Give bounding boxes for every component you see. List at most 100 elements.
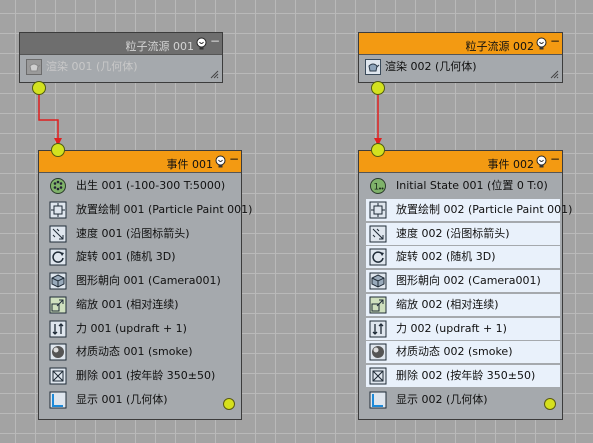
event-title: 事件 001 bbox=[166, 158, 214, 171]
lightbulb-icon[interactable] bbox=[535, 155, 548, 168]
operator-row[interactable]: 删除 001 (按年龄 350±50) bbox=[46, 365, 239, 387]
svg-text:1: 1 bbox=[374, 183, 380, 193]
operator-row[interactable]: 图形朝向 001 (Camera001) bbox=[46, 270, 239, 292]
operator-row[interactable]: 旋转 002 (随机 3D) bbox=[366, 246, 560, 269]
event-node-2[interactable]: 事件 002 − 1 Initial State 001 (位置 0 T:0) … bbox=[358, 150, 572, 420]
operator-row[interactable]: 缩放 002 (相对连续) bbox=[366, 293, 560, 316]
collapse-minus-icon[interactable]: − bbox=[229, 152, 240, 166]
collapse-minus-icon[interactable]: − bbox=[550, 152, 561, 166]
operator-row[interactable]: 图形朝向 002 (Camera001) bbox=[366, 270, 560, 293]
rotation-icon bbox=[369, 248, 387, 266]
resize-grip-icon[interactable] bbox=[549, 69, 559, 79]
position-paint-icon bbox=[369, 201, 387, 219]
speed-icon bbox=[369, 225, 387, 243]
teapot-render-icon bbox=[26, 59, 42, 75]
wire-arrow-event1 bbox=[54, 138, 62, 146]
operator-list: 1 Initial State 001 (位置 0 T:0) 放置绘制 002 … bbox=[366, 175, 572, 413]
operator-label: 放置绘制 002 (Particle Paint 001) bbox=[396, 202, 573, 216]
source-title: 粒子流源 002 bbox=[465, 40, 535, 53]
render-label: 渲染 002 (几何体) bbox=[385, 60, 477, 73]
material-dynamic-icon bbox=[49, 343, 67, 361]
output-port[interactable] bbox=[371, 81, 385, 95]
event-input-port[interactable] bbox=[51, 143, 65, 157]
force-icon bbox=[369, 320, 387, 338]
resize-grip-icon[interactable] bbox=[209, 69, 219, 79]
operator-label: 材质动态 002 (smoke) bbox=[396, 345, 513, 359]
event-output-port[interactable] bbox=[544, 398, 556, 410]
event-header[interactable]: 事件 001 − bbox=[39, 151, 241, 173]
operator-row[interactable]: 出生 001 (-100-300 T:5000) bbox=[46, 175, 239, 197]
operator-row[interactable]: 材质动态 001 (smoke) bbox=[46, 341, 239, 363]
birth-icon bbox=[50, 178, 66, 194]
event-output-port[interactable] bbox=[223, 398, 235, 410]
lightbulb-icon[interactable] bbox=[535, 37, 548, 50]
source-header[interactable]: 粒子流源 001 − bbox=[20, 33, 222, 55]
operator-label: 删除 002 (按年龄 350±50) bbox=[396, 369, 536, 383]
wire-arrow-event2 bbox=[374, 138, 382, 146]
operator-list: 出生 001 (-100-300 T:5000) 放置绘制 001 (Parti… bbox=[46, 175, 252, 413]
operator-row[interactable]: 速度 002 (沿图标箭头) bbox=[366, 222, 560, 245]
operator-label: 材质动态 001 (smoke) bbox=[76, 345, 193, 359]
render-operator[interactable]: 渲染 002 (几何体) bbox=[359, 55, 562, 79]
event-title: 事件 002 bbox=[487, 158, 535, 171]
position-paint-icon bbox=[49, 201, 67, 219]
teapot-render-icon bbox=[365, 59, 381, 75]
initial-state-icon: 1 bbox=[370, 178, 386, 194]
source-node-1[interactable]: 粒子流源 001 − 渲染 001 (几何体) bbox=[19, 32, 223, 83]
event-header[interactable]: 事件 002 − bbox=[359, 151, 562, 173]
collapse-minus-icon[interactable]: − bbox=[210, 34, 221, 48]
render-operator[interactable]: 渲染 001 (几何体) bbox=[20, 55, 222, 79]
collapse-minus-icon[interactable]: − bbox=[550, 34, 561, 48]
operator-row[interactable]: 缩放 001 (相对连续) bbox=[46, 294, 239, 316]
operator-label: 显示 002 (几何体) bbox=[396, 392, 488, 406]
lightbulb-icon[interactable] bbox=[195, 37, 208, 50]
source-title: 粒子流源 001 bbox=[125, 40, 195, 53]
event-node-1[interactable]: 事件 001 − 出生 001 (-100-300 T:5000) 放置绘制 0… bbox=[38, 150, 252, 420]
operator-label: 旋转 001 (随机 3D) bbox=[76, 250, 176, 264]
operator-row[interactable]: 删除 002 (按年龄 350±50) bbox=[366, 365, 560, 388]
operator-row[interactable]: 放置绘制 001 (Particle Paint 001) bbox=[46, 199, 252, 221]
material-dynamic-icon bbox=[369, 343, 387, 361]
force-icon bbox=[49, 320, 67, 338]
operator-label: 旋转 002 (随机 3D) bbox=[396, 250, 496, 264]
operator-row[interactable]: 旋转 001 (随机 3D) bbox=[46, 246, 239, 268]
wire-source1-to-event1 bbox=[38, 88, 59, 140]
operator-label: 力 002 (updraft + 1) bbox=[396, 321, 507, 335]
output-port[interactable] bbox=[32, 81, 46, 95]
scale-icon bbox=[369, 296, 387, 314]
lightbulb-icon[interactable] bbox=[214, 155, 227, 168]
operator-label: 图形朝向 001 (Camera001) bbox=[76, 274, 221, 288]
shape-facing-icon bbox=[49, 272, 67, 290]
operator-label: 速度 001 (沿图标箭头) bbox=[76, 226, 190, 240]
shape-facing-icon bbox=[369, 272, 387, 290]
display-icon bbox=[49, 391, 67, 409]
scale-icon bbox=[49, 296, 67, 314]
operator-row[interactable]: 1 Initial State 001 (位置 0 T:0) bbox=[366, 175, 560, 197]
operator-label: Initial State 001 (位置 0 T:0) bbox=[396, 179, 548, 192]
operator-label: 力 001 (updraft + 1) bbox=[76, 321, 187, 335]
speed-icon bbox=[49, 225, 67, 243]
delete-icon bbox=[49, 367, 67, 385]
rotation-icon bbox=[49, 248, 67, 266]
operator-label: 图形朝向 002 (Camera001) bbox=[396, 274, 541, 288]
display-icon bbox=[369, 391, 387, 409]
operator-label: 显示 001 (几何体) bbox=[76, 392, 168, 406]
render-label: 渲染 001 (几何体) bbox=[46, 60, 138, 73]
operator-row[interactable]: 速度 001 (沿图标箭头) bbox=[46, 223, 239, 245]
event-input-port[interactable] bbox=[371, 143, 385, 157]
source-header[interactable]: 粒子流源 002 − bbox=[359, 33, 562, 55]
source-node-2[interactable]: 粒子流源 002 − 渲染 002 (几何体) bbox=[358, 32, 563, 83]
operator-label: 缩放 001 (相对连续) bbox=[76, 297, 179, 311]
operator-row[interactable]: 力 002 (updraft + 1) bbox=[366, 317, 560, 340]
operator-row[interactable]: 材质动态 002 (smoke) bbox=[366, 341, 560, 364]
operator-row[interactable]: 显示 002 (几何体) bbox=[366, 389, 560, 411]
operator-label: 缩放 002 (相对连续) bbox=[396, 297, 499, 311]
operator-row[interactable]: 力 001 (updraft + 1) bbox=[46, 318, 239, 340]
operator-row[interactable]: 显示 001 (几何体) bbox=[46, 389, 239, 411]
operator-label: 速度 002 (沿图标箭头) bbox=[396, 226, 510, 240]
operator-row[interactable]: 放置绘制 002 (Particle Paint 001) bbox=[366, 198, 572, 221]
operator-label: 删除 001 (按年龄 350±50) bbox=[76, 369, 216, 383]
operator-label: 出生 001 (-100-300 T:5000) bbox=[76, 179, 226, 192]
operator-label: 放置绘制 001 (Particle Paint 001) bbox=[76, 202, 253, 216]
